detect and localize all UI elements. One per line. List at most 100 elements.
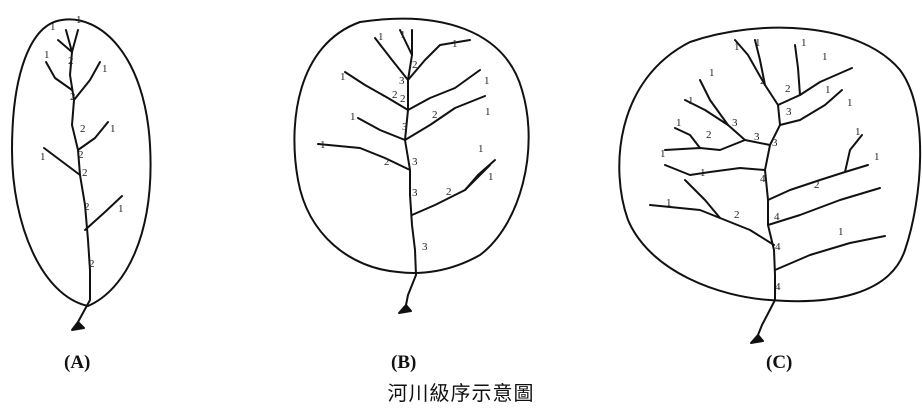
panel-c-tributary [664,139,746,151]
panel-c-tributary [779,89,843,126]
stream-order-label: 3 [402,121,408,133]
panel-c-tributary [754,39,781,146]
panel-b-tributary [317,143,411,171]
stream-order-label: 1 [110,123,116,135]
stream-order-label: 3 [412,156,418,168]
stream-order-label: 1 [855,126,861,138]
panel-b-tributary [344,71,409,111]
stream-order-label: 1 [688,95,694,107]
stream-order-label: 2 [80,123,86,135]
panel-c-tributary [684,99,729,126]
stream-order-label: 1 [102,63,108,75]
panel-b-main-stream [404,29,417,306]
stream-order-label: 3 [412,187,418,199]
panel-c-outlet-arrow [750,334,764,344]
stream-order-label: 2 [392,89,398,101]
panel-c-tributary [674,127,701,149]
stream-order-label: 2 [446,186,452,198]
stream-order-label: 2 [89,258,95,270]
panel-a-basin-outline [11,18,152,307]
stream-order-label: 1 [660,148,666,160]
panel-c-label: (C) [766,352,793,373]
stream-order-label: 2 [432,109,438,121]
panel-a-tributary [45,61,73,91]
stream-order-label: 4 [775,281,781,293]
stream-order-label: 1 [40,151,46,163]
panel-a-main-stream [65,29,91,323]
stream-order-label: 1 [76,14,82,26]
panel-b-tributary [357,117,406,141]
figure-caption: 河川級序示意圖 [387,381,535,405]
panel-b-tributary [464,159,496,191]
stream-order-label: 1 [340,71,346,83]
panel-a-label: (A) [64,352,91,373]
panel-b-label: (B) [391,352,417,373]
panel-b-tributary [404,95,486,141]
stream-order-label: 4 [774,211,780,223]
panel-c-main-stream [757,144,776,336]
stream-order-label: 1 [801,37,807,49]
stream-order-label: 2 [384,156,390,168]
stream-order-label: 2 [760,75,766,87]
stream-order-label: 1 [709,67,715,79]
panel-c-tributary [777,67,853,106]
panel-c-tributary [794,44,801,96]
stream-order-label: 1 [50,21,56,33]
panel-a-drawing [11,18,152,323]
stream-order-label: 2 [400,93,406,105]
stream-order-label: 3 [422,241,428,253]
panel-c-drawing [618,26,922,336]
stream-order-label: 3 [399,75,405,87]
panel-a-tributary [77,121,109,151]
panel-a-tributary [57,39,73,53]
stream-order-label: 1 [484,75,490,87]
panel-b-tributary [374,37,409,81]
panel-a-tributary [71,29,79,53]
stream-order-label: 2 [82,167,88,179]
stream-order-label: 1 [488,171,494,183]
stream-order-label: 2 [78,149,84,161]
stream-order-label: 2 [70,91,76,103]
stream-order-label: 3 [732,117,738,129]
panel-c-basin-outline [618,26,922,303]
panel-c-tributary [774,235,886,271]
stream-order-label: 1 [822,51,828,63]
stream-order-label: 2 [734,209,740,221]
panel-c-tributary [734,39,766,86]
stream-order-label: 1 [734,41,740,53]
panel-c-tributary [664,164,766,176]
stream-order-label: 1 [838,226,844,238]
stream-order-label: 1 [847,97,853,109]
stream-order-label: 1 [485,106,491,118]
stream-order-label: 1 [666,197,672,209]
panel-c-tributary [767,187,881,226]
stream-order-label: 1 [478,143,484,155]
stream-order-label: 2 [68,55,74,67]
stream-order-label: 1 [874,151,880,163]
stream-order-label: 4 [760,173,766,185]
panel-b-tributary [407,39,471,81]
panel-c-tributary [684,179,721,219]
panel-b-tributary [399,29,413,56]
stream-order-label: 1 [700,167,706,179]
panel-b-outlet-arrow [398,304,412,314]
stream-order-label: 1 [400,29,406,41]
panel-a-outlet-arrow [71,321,85,331]
panel-c-tributary [649,204,775,246]
stream-order-label: 2 [84,201,90,213]
panel-a-tributary [43,147,81,176]
panel-b-tributary [411,164,491,216]
stream-order-label: 1 [825,84,831,96]
stream-order-label: 3 [786,106,792,118]
stream-order-label: 3 [772,137,778,149]
stream-order-label: 2 [785,83,791,95]
stream-order-label: 4 [775,241,781,253]
panel-c-tributary [844,134,863,173]
panel-b-tributary [407,69,481,111]
panel-c-tributary [767,164,869,201]
